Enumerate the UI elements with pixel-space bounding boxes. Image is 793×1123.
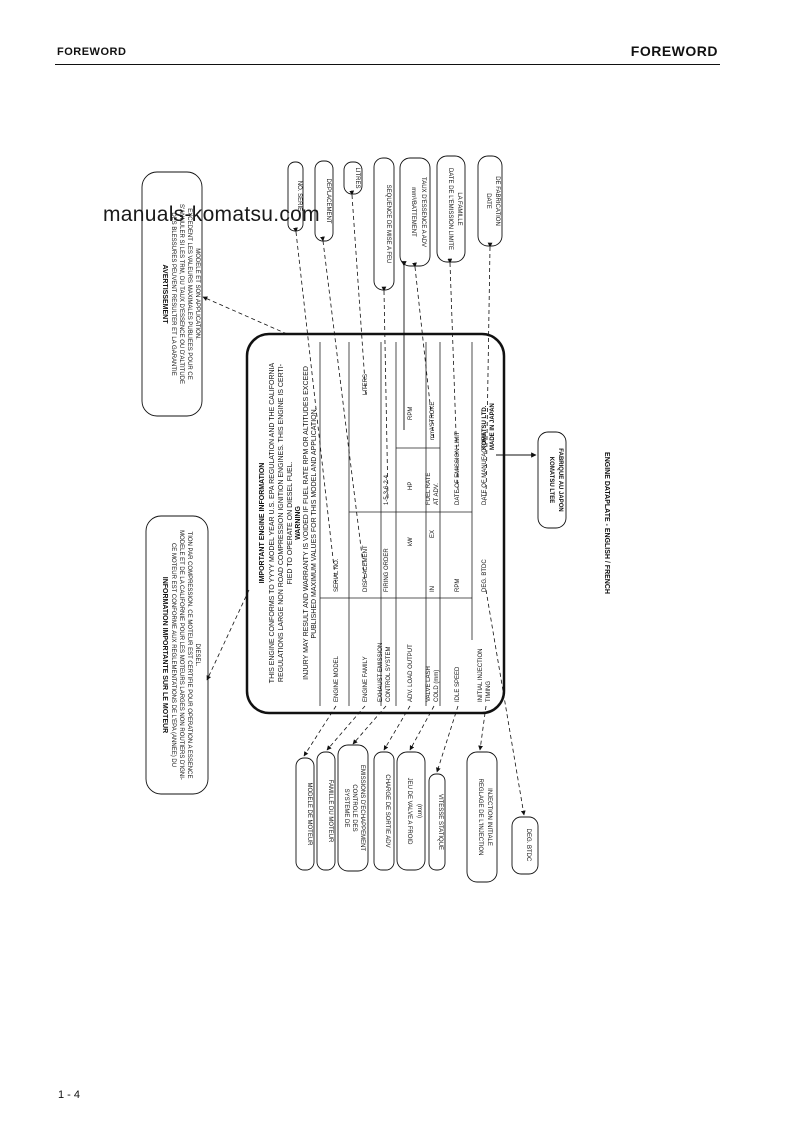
plate-engine-model: ENGINE MODEL xyxy=(334,655,340,702)
label-no-serie: NO. SERIE xyxy=(296,181,302,211)
label-taux-2: TAUX D'ESSENCE A ADV xyxy=(420,177,426,247)
label-date-emission-2: LA FAMILLE xyxy=(456,192,462,225)
label-reglage-2: INJECTION INITIALE xyxy=(486,788,492,846)
label-sequence: SEQUENCE DE MISE A FEU xyxy=(385,185,391,264)
label-jeu-2: (mm) xyxy=(416,804,422,818)
label-litres: LITRES xyxy=(354,167,360,188)
plate-exhaust-2: CONTROL SYSTEM xyxy=(386,647,392,702)
box-modele xyxy=(295,757,315,871)
plate-valve-in: IN xyxy=(430,586,436,592)
plate-displacement-unit: LITERS xyxy=(363,374,369,395)
box-maker-fr xyxy=(537,431,567,529)
label-date-fab-2: DE FABRICATION xyxy=(494,176,500,226)
box-jeu xyxy=(396,751,426,871)
plate-injection-unit: DEG. BTDC xyxy=(482,559,488,592)
box-avertissement xyxy=(141,171,203,417)
plate-valve-2: COLD (mm) xyxy=(434,670,440,702)
leader-lines xyxy=(202,190,526,816)
plate-exhaust-1: EXHAUST EMISSION xyxy=(378,643,384,702)
header-left-title: FOREWORD xyxy=(57,46,127,58)
plate-title: IMPORTANT ENGINE INFORMATION xyxy=(259,463,266,584)
label-maker-fr-2: FABRIQUE AU JAPON xyxy=(557,448,563,511)
page-number: 1 - 4 xyxy=(58,1089,81,1101)
info-title: INFORMATION IMPORTANTE SUR LE MOTEUR xyxy=(161,577,168,733)
label-jeu-1: JEU DE VALVE A FROID xyxy=(406,778,412,845)
plate-intro-3: FIED TO OPERATE ON DIESEL FUEL. xyxy=(287,461,294,584)
label-modele: MODELE DE MOTEUR xyxy=(306,782,312,846)
plate-firing-order-value: 1-5-3-6-2-4 xyxy=(384,474,390,505)
plate-injection-2: TIMING xyxy=(486,681,492,702)
info-line-1: CE MOTEUR EST CONFORME AUX REGLEMENTATIO… xyxy=(170,543,176,767)
plate-firing-order: FIRING ORDER xyxy=(384,548,390,592)
plate-serial-no: SERIAL NO. xyxy=(334,558,340,592)
label-date-emission-1: DATE DE L'EMISSION LIMITE xyxy=(447,168,453,250)
label-taux-1: mm³/BATTEMENT xyxy=(410,187,416,237)
avert-line-3: EXCEDENT LES VALEURS MAXIMALES PUBLIEES … xyxy=(186,208,192,380)
label-famille: FAMILLE DU MOTEUR xyxy=(327,780,333,843)
plate-fuel-rate-2: AT ADV. xyxy=(434,483,440,505)
label-maker-fr-1: KOMATSU LTEE xyxy=(548,457,554,503)
box-deg xyxy=(511,816,539,875)
header-rule xyxy=(55,64,720,65)
plate-valve-1: VALVE LASH xyxy=(426,666,432,702)
plate-idle-rpm: RPM xyxy=(455,579,461,592)
watermark-text: manuals-komatsu.com xyxy=(103,203,320,226)
plate-maker-2: MADE IN JAPAN xyxy=(490,403,496,450)
plate-warning-2: PUBLISHED MAXIMUM VALUES FOR THIS MODEL … xyxy=(311,407,318,638)
label-systeme-3: EMISSIONS D'ECHAPPEMENT xyxy=(359,765,365,851)
info-line-3: TION PAR COMPRESSION. CE MOTEUR EST CERT… xyxy=(186,532,192,779)
plate-date-emission: DATE OF EMISSION LIMIT xyxy=(455,431,461,505)
info-line-4: DIESEL. xyxy=(194,643,200,666)
plate-idle-speed: IDLE SPEED xyxy=(455,666,461,702)
avert-title: AVERTISSEMENT xyxy=(161,265,168,325)
plate-injection-1: INITIAL INJECTION xyxy=(478,649,484,702)
box-information xyxy=(145,515,209,795)
engine-dataplate: IMPORTANT ENGINE INFORMATION THIS ENGINE… xyxy=(245,332,506,715)
plate-fuel-rate-unit: mm³/STROKE xyxy=(430,402,436,440)
plate-maker-1: KOMATSU LTD. xyxy=(482,405,488,450)
plate-warning-title: WARNING xyxy=(295,506,302,540)
label-deplacement: DEPLACEMENT xyxy=(325,178,331,223)
box-vitesse xyxy=(428,773,446,871)
dataplate-grid xyxy=(319,342,473,706)
plate-hp: HP xyxy=(408,482,414,490)
label-vitesse: VITESSE STATIQUE xyxy=(437,794,443,850)
label-systeme-1: SYSTEME DE xyxy=(343,789,349,828)
label-deg: DEG. BTDC xyxy=(525,829,531,862)
info-line-2: MODELE ET DE LA CALIFORNIE POUR LES MOTE… xyxy=(178,530,184,780)
plate-intro-1: THIS ENGINE CONFORMS TO YYYY MODEL YEAR … xyxy=(269,362,276,683)
plate-fuel-rate-1: FUEL RATE xyxy=(426,473,432,505)
box-charge xyxy=(373,751,395,871)
label-charge: CHARGE DE SORTIE ADV xyxy=(384,774,390,847)
plate-adv-kw: kW xyxy=(408,537,414,546)
plate-warning-1: INJURY MAY RESULT AND WARRANTY IS VOIDED… xyxy=(303,366,310,680)
box-reglage xyxy=(466,751,498,883)
label-reglage-1: REGLAGE DE L'INJECTION xyxy=(477,779,483,856)
figure-caption: ENGINE DATAPLATE - ENGLISH / FRENCH xyxy=(603,452,610,594)
label-systeme-2: CONTROLE DES xyxy=(351,784,357,831)
plate-valve-ex: EX xyxy=(430,530,436,538)
avert-line-2: S'ANNULER SI LES TRM, DU TAUX D'ESSENCE … xyxy=(178,204,184,384)
plate-displacement: DISPLACEMENT xyxy=(363,545,369,592)
box-famille xyxy=(316,751,336,871)
avert-line-4: MODELE ET SON APPLICATION. xyxy=(194,248,200,340)
french-label-boxes xyxy=(141,155,567,883)
dataplate-border xyxy=(245,332,506,715)
avert-line-1: DES BLESSURES PEUVENT RESULTER ET LA GAR… xyxy=(170,212,176,375)
plate-engine-family: ENGINE FAMILY xyxy=(363,656,369,702)
plate-date-manufacture: DATE OF MANUFACTURE xyxy=(482,432,488,505)
plate-rpm: RPM xyxy=(408,407,414,420)
plate-adv-power: ADV. LOAD OUTPUT xyxy=(408,644,414,702)
header-right-title: FOREWORD xyxy=(630,43,718,59)
box-systeme xyxy=(337,744,369,872)
label-date-fab-1: DATE xyxy=(485,193,491,209)
plate-intro-2: REGULATIONS LARGE NON ROAD COMPRESSION I… xyxy=(278,363,285,682)
